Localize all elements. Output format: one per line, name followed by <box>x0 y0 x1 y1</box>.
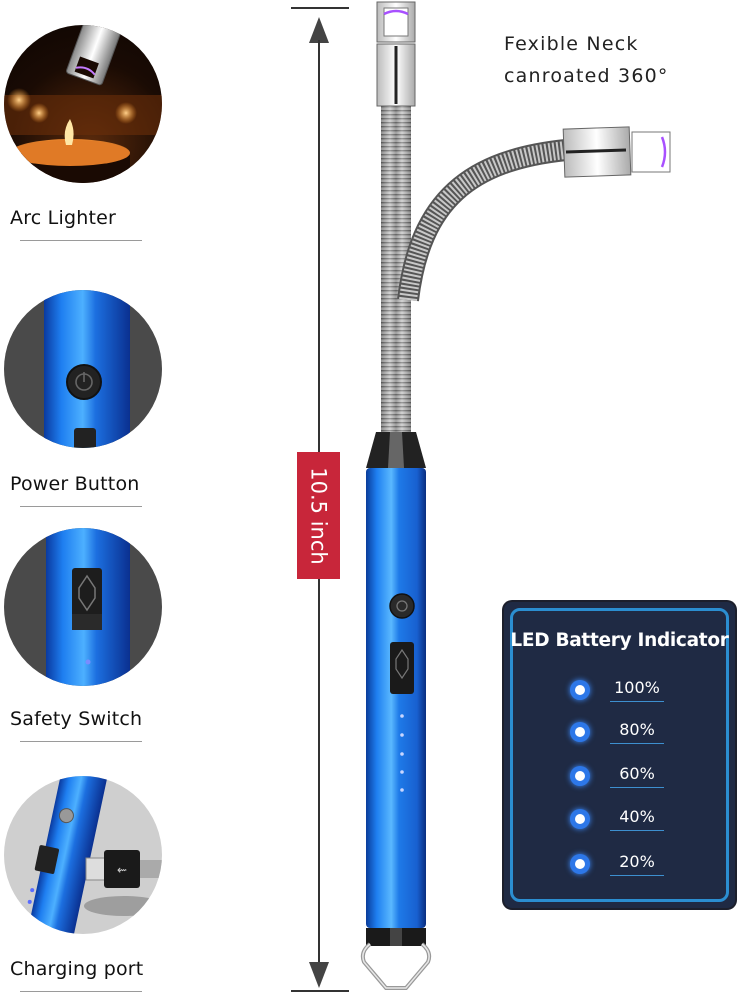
neck-caption-line2: canroated 360° <box>504 65 669 87</box>
divider <box>20 991 142 992</box>
divider <box>20 741 142 742</box>
feature-arc-lighter: Arc Lighter <box>0 0 170 250</box>
battery-level-row: 100% <box>570 678 700 702</box>
neck-caption: Fexible Neck canroated 360° <box>504 28 669 92</box>
battery-level-label: 60% <box>610 764 664 788</box>
dimension-bottom-cap <box>291 990 349 992</box>
panel-title: LED Battery Indicator <box>510 630 729 651</box>
neck-caption-line1: Fexible Neck <box>504 33 639 55</box>
battery-level-row: 20% <box>570 852 700 876</box>
battery-level-label: 20% <box>610 852 664 876</box>
battery-level-label: 80% <box>610 720 664 744</box>
led-dot-icon <box>570 766 590 786</box>
power-button-photo <box>4 290 162 448</box>
battery-level-row: 80% <box>570 720 700 744</box>
svg-text:⇜: ⇜ <box>117 863 127 877</box>
led-dot-icon <box>570 809 590 829</box>
arrow-up-icon <box>309 17 329 43</box>
feature-safety-switch: Safety Switch <box>0 528 170 748</box>
panel-border <box>510 608 729 902</box>
battery-level-row: 40% <box>570 807 700 831</box>
divider <box>20 240 142 241</box>
battery-level-row: 60% <box>570 764 700 788</box>
led-battery-panel: LED Battery Indicator 100% 80% 60% 40% 2… <box>504 602 735 908</box>
battery-level-label: 100% <box>610 678 664 702</box>
feature-label: Safety Switch <box>10 708 143 730</box>
battery-level-label: 40% <box>610 807 664 831</box>
dimension-line <box>318 579 320 971</box>
feature-power-button: Power Button <box>0 290 170 510</box>
dimension-badge: 10.5 inch <box>297 452 340 579</box>
safety-switch-photo <box>4 528 162 686</box>
dimension-line <box>318 40 320 452</box>
led-dot-icon <box>570 722 590 742</box>
feature-label: Power Button <box>10 473 140 495</box>
led-dot-icon <box>570 680 590 700</box>
dimension-top-cap <box>291 7 349 9</box>
arrow-down-icon <box>309 962 329 988</box>
feature-label: Charging port <box>10 958 144 980</box>
arc-lighter-photo <box>4 25 162 183</box>
lighter-product-image <box>360 1 671 990</box>
charging-port-photo: ⇜ <box>4 776 162 934</box>
divider <box>20 506 142 507</box>
feature-charging-port: ⇜ Charging port <box>0 776 170 1000</box>
led-dot-icon <box>570 854 590 874</box>
feature-label: Arc Lighter <box>10 207 116 229</box>
